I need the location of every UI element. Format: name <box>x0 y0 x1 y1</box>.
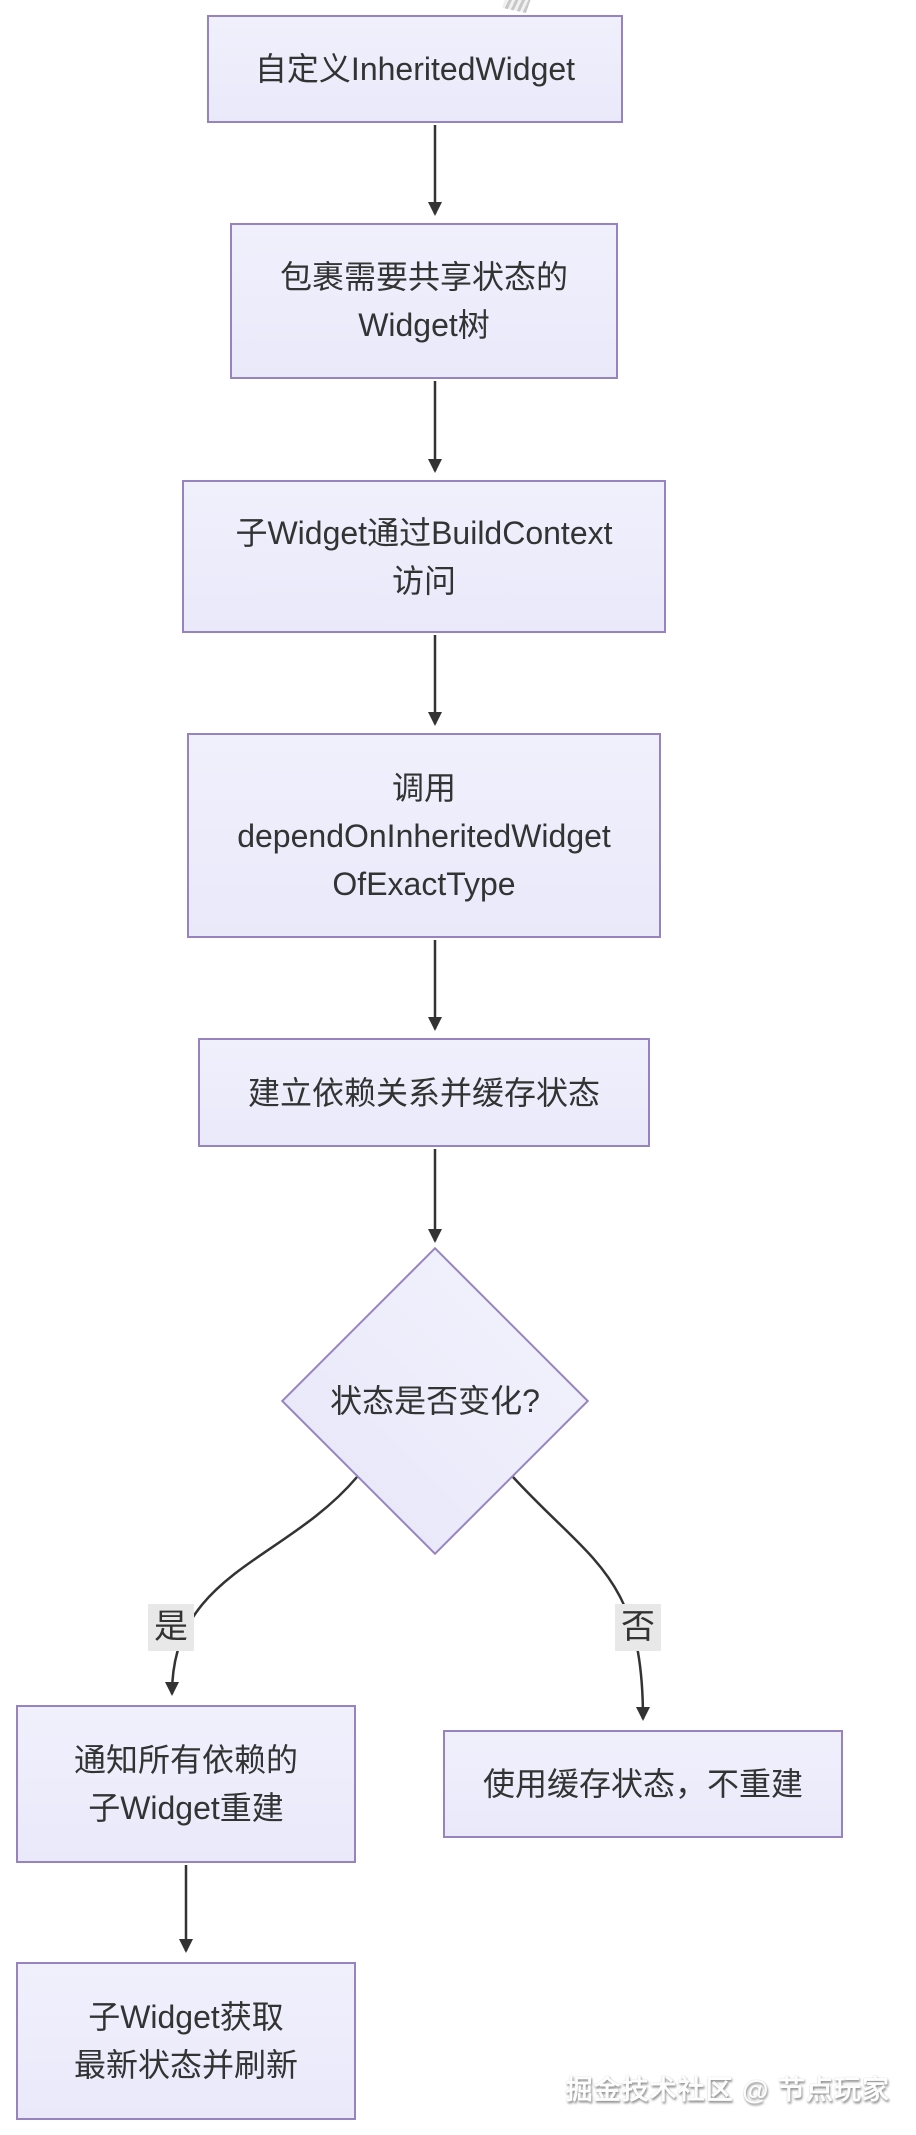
node-label: 访问 <box>391 562 456 599</box>
edge-label-yes: 是 <box>148 1604 194 1651</box>
node-label: 包裹需要共享状态的 <box>279 259 568 295</box>
node-label: dependOnInheritedWidget <box>237 817 611 854</box>
node-label: 子Widget获取 <box>88 1999 284 2035</box>
node-label: 调用 <box>391 769 456 806</box>
node-label: 自定义InheritedWidget <box>254 51 576 87</box>
node-custom-inherited-widget: 自定义InheritedWidget <box>207 15 623 123</box>
node-label: 子Widget通过BuildContext <box>235 514 613 551</box>
node-use-cached-state: 使用缓存状态，不重建 <box>443 1730 843 1838</box>
node-label: OfExactType <box>332 865 516 902</box>
node-call-depend-method: 调用 dependOnInheritedWidget OfExactType <box>187 733 661 938</box>
node-child-access-context: 子Widget通过BuildContext 访问 <box>182 480 666 633</box>
node-label: 使用缓存状态，不重建 <box>482 1766 803 1802</box>
edge-decision-yes-arrow <box>165 1476 358 1696</box>
node-label: 状态是否变化? <box>330 1383 540 1419</box>
edge-label-no: 否 <box>615 1604 661 1651</box>
cropped-watermark-artifact <box>502 0 531 13</box>
node-notify-dependents: 通知所有依赖的 子Widget重建 <box>16 1705 356 1863</box>
node-label: 最新状态并刷新 <box>73 2047 298 2083</box>
watermark-text: 掘金技术社区 @ 节点玩家 <box>565 2075 890 2105</box>
node-build-dependency-cache: 建立依赖关系并缓存状态 <box>198 1038 650 1147</box>
node-label: 通知所有依赖的 <box>73 1742 298 1778</box>
node-label: 建立依赖关系并缓存状态 <box>247 1074 600 1111</box>
node-label: 子Widget重建 <box>88 1790 284 1826</box>
edge-decision-no-arrow <box>512 1476 650 1721</box>
node-label: Widget树 <box>358 307 490 343</box>
node-wrap-widget-tree: 包裹需要共享状态的 Widget树 <box>230 223 618 379</box>
node-child-refresh: 子Widget获取 最新状态并刷新 <box>16 1962 356 2120</box>
